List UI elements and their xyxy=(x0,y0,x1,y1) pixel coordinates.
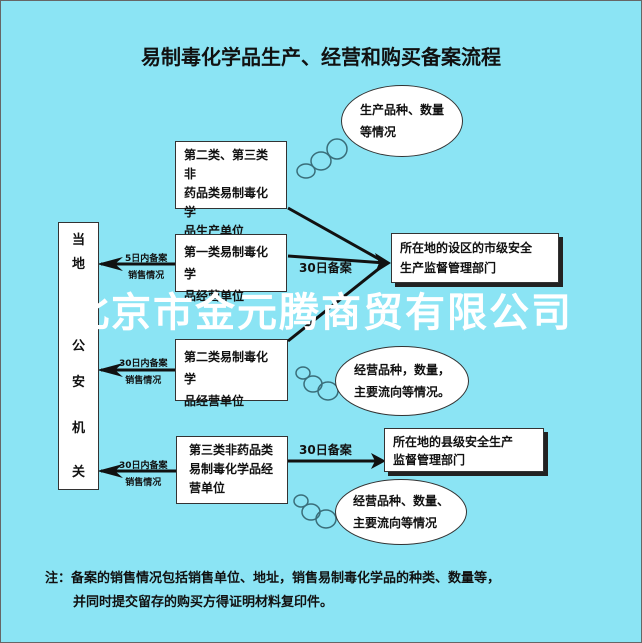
thought-bubble-tail xyxy=(293,138,348,529)
police-char: 安 xyxy=(71,375,85,390)
connector-line xyxy=(287,206,387,265)
police-char: 公 xyxy=(71,339,85,354)
filing-label: 30日备案 xyxy=(299,261,352,275)
footnote: 注：备案的销售情况包括销售单位、地址，销售易制毒化学品的种类、数量等，并同时提交… xyxy=(45,571,501,610)
police-char: 地 xyxy=(71,257,85,272)
department-box-county: 所在地的县级安全生产监督管理部门 xyxy=(384,428,544,472)
unit-box-class2-dealer: 第二类易制毒化学品经营单位 xyxy=(175,339,288,408)
unit-box-class1-dealer: 第一类易制毒化学品经营单位 xyxy=(175,234,287,303)
arrow-label: 30日内备案销售情况 xyxy=(119,461,168,488)
thought-bubble: 经营品种、数量、主要流向等情况 xyxy=(335,479,467,545)
local-police-box: 当 地 公 安 机 关 xyxy=(58,222,99,490)
department-box-city: 所在地的设区的市级安全生产监督管理部门 xyxy=(391,233,559,283)
thought-bubble: 生产品种、数量等情况 xyxy=(341,85,463,157)
police-char: 当 xyxy=(71,233,85,248)
arrow-label: 5日内备案销售情况 xyxy=(125,254,168,281)
filing-label: 30日备案 xyxy=(299,443,352,457)
arrowhead-icon xyxy=(97,257,123,271)
watermark: 北京市金元腾商贸有限公司 xyxy=(69,290,573,336)
police-char: 关 xyxy=(71,465,85,480)
unit-box-producer: 第二类、第三类非药品类易制毒化学品生产单位 xyxy=(175,141,287,238)
police-char: 机 xyxy=(71,421,85,436)
thought-bubble: 经营品种，数量，主要流向等情况。 xyxy=(335,346,469,416)
unit-box-class3-dealer: 第三类非药品类易制毒化学品经营单位 xyxy=(176,436,288,504)
page-title: 易制毒化学品生产、经营和购买备案流程 xyxy=(141,45,501,69)
arrow-label: 30日内备案销售情况 xyxy=(119,359,168,386)
